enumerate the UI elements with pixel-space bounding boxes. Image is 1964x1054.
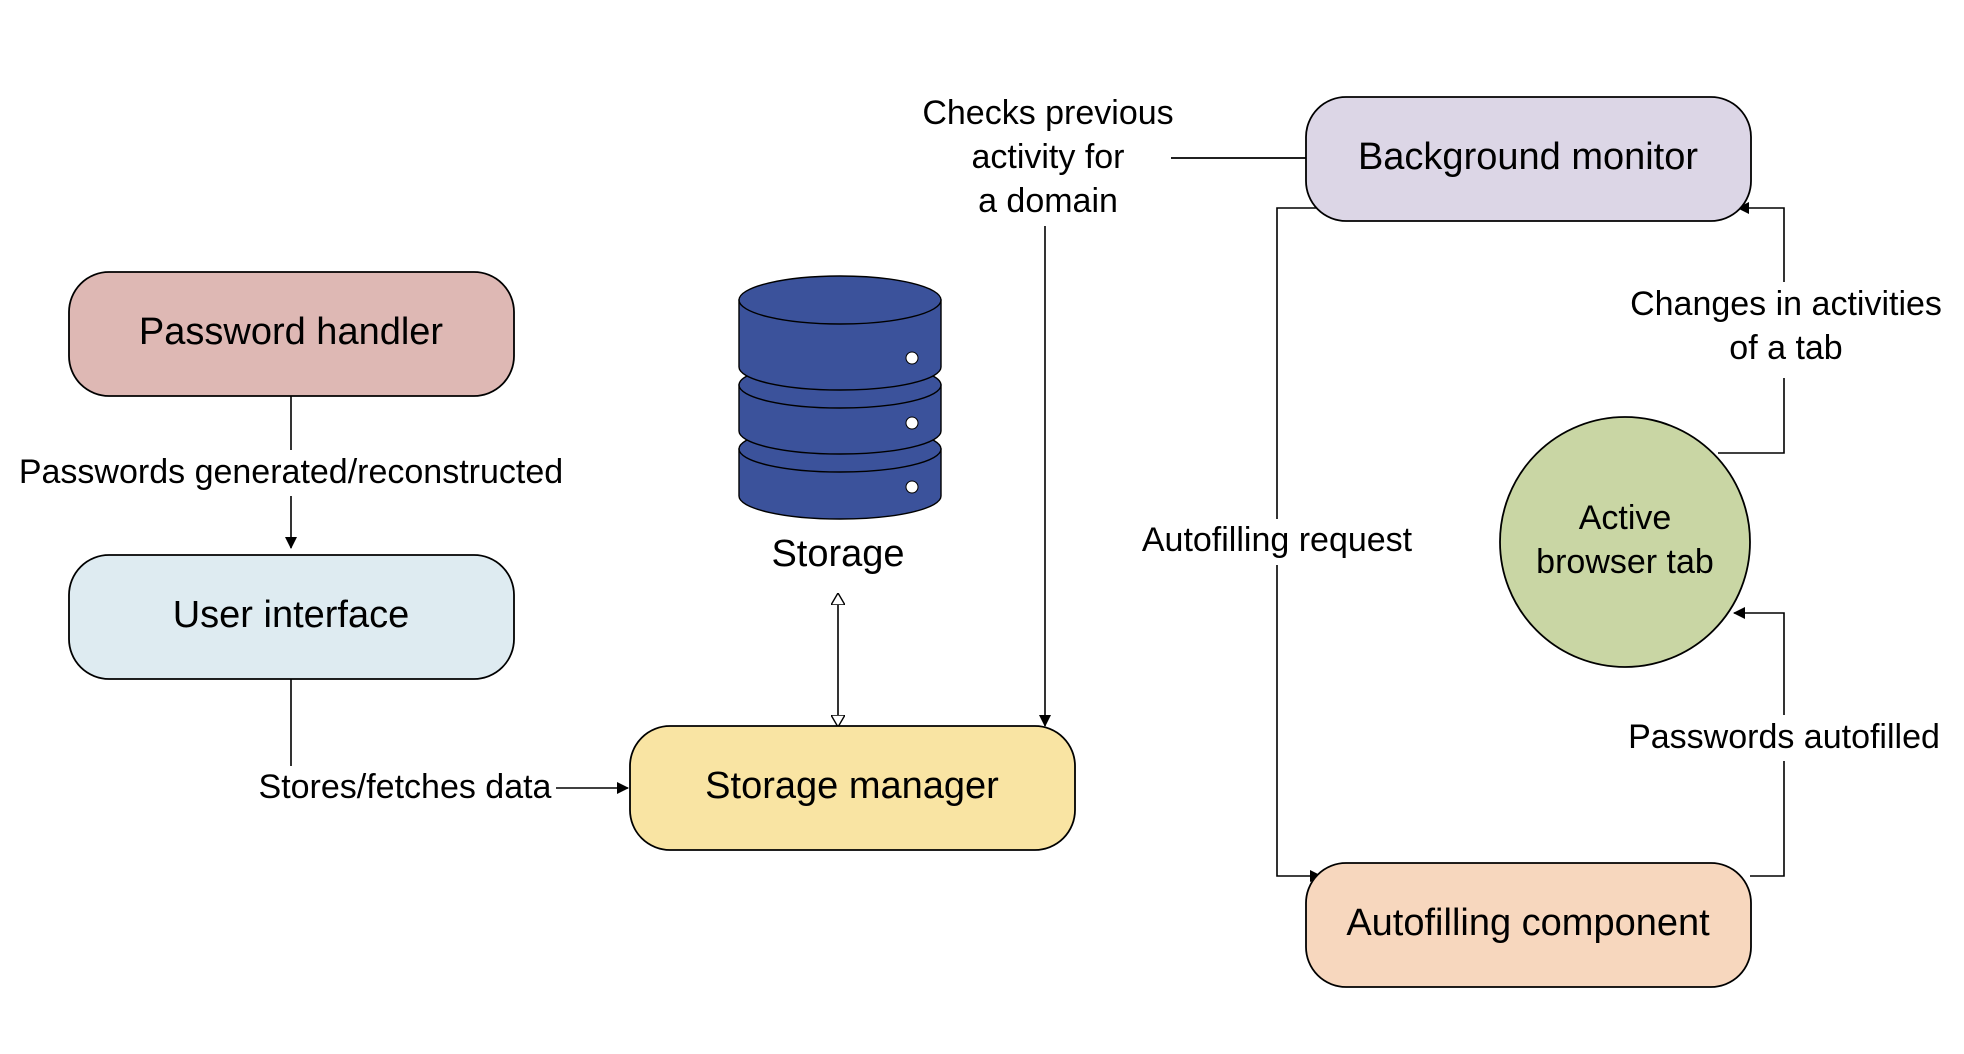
- changes-activities-line2: of a tab: [1729, 329, 1842, 367]
- user-interface-label: User interface: [173, 594, 410, 636]
- edge-label-checks-activity: Checks previous activity for a domain: [922, 94, 1173, 220]
- background-monitor-box: [1305, 96, 1752, 222]
- node-user-interface: User interface: [68, 554, 515, 680]
- database-disk-top: [738, 299, 942, 391]
- node-password-handler: Password handler: [68, 271, 515, 397]
- storage-manager-box: [629, 725, 1076, 851]
- checks-previous-line3: a domain: [978, 182, 1118, 220]
- node-active-browser-tab: Active browser tab: [1499, 416, 1751, 668]
- checks-previous-line1: Checks previous: [922, 94, 1173, 132]
- user-interface-box: [68, 554, 515, 680]
- autofilling-component-box: [1305, 862, 1752, 988]
- edge-label-ui-to-storage-manager: Stores/fetches data: [254, 766, 556, 812]
- active-browser-tab-label-line2: browser tab: [1536, 543, 1714, 581]
- changes-activities-line1: Changes in activities: [1630, 285, 1942, 323]
- edge-label-autofilling-request: Autofilling request: [1132, 519, 1422, 565]
- stores-fetches-label: Stores/fetches data: [259, 768, 552, 806]
- edge-label-changes-in-activities: Changes in activities of a tab: [1630, 282, 1942, 378]
- background-monitor-label: Background monitor: [1358, 136, 1698, 178]
- passwords-autofilled-label: Passwords autofilled: [1628, 718, 1940, 756]
- password-handler-label: Password handler: [139, 311, 444, 353]
- password-handler-box: [68, 271, 515, 397]
- storage-label: Storage: [771, 533, 904, 575]
- autofilling-component-label: Autofilling component: [1346, 902, 1710, 944]
- checks-previous-line2: activity for: [971, 138, 1124, 176]
- active-browser-tab-circle: [1499, 416, 1751, 668]
- edge-label-passwords-autofilled: Passwords autofilled: [1626, 715, 1942, 761]
- passwords-generated-label: Passwords generated/reconstructed: [19, 453, 563, 491]
- active-browser-tab-label-line1: Active: [1579, 499, 1672, 537]
- edge-label-handler-to-ui: Passwords generated/reconstructed: [12, 450, 570, 496]
- node-storage-manager: Storage manager: [629, 725, 1076, 851]
- autofilling-request-label: Autofilling request: [1142, 521, 1413, 559]
- node-background-monitor: Background monitor: [1305, 96, 1752, 222]
- database-icon: [738, 275, 942, 520]
- storage-manager-label: Storage manager: [705, 765, 999, 807]
- node-autofilling-component: Autofilling component: [1305, 862, 1752, 988]
